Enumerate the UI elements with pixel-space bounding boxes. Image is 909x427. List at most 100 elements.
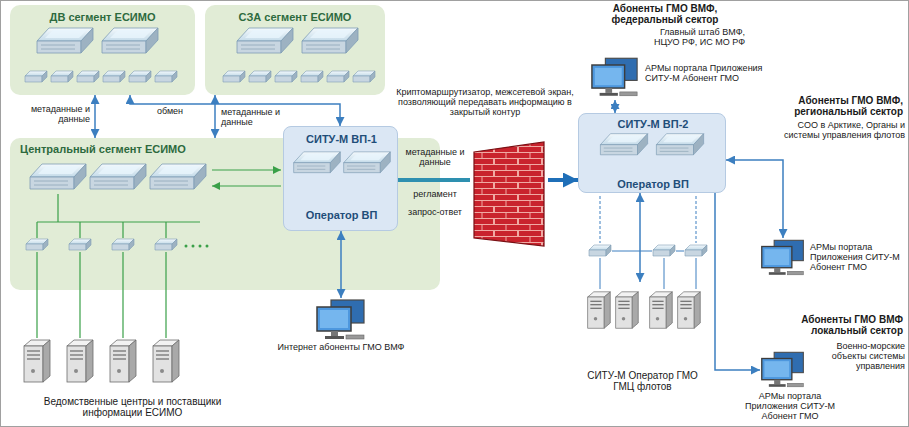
node-text-holder: Интернет абоненты ГМО ВМФ [271,343,411,353]
flow-note: регламент [401,190,469,200]
node-text-holder: Главный штаб ВМФ, НЦУО РФ, ИС МО РФ [645,28,745,48]
server-icons [112,239,134,250]
node-text-holder: Оператор ВП [284,209,399,221]
flow-note-holder: запрос-ответ [399,208,471,218]
node-text-holder: Абоненты ГМО ВМФ, федеральный сектор [585,3,745,25]
workstation-icons [317,300,364,339]
flow-note: запрос-ответ [399,208,471,218]
connector-arrow [715,193,760,370]
node-text-holder: СЗА сегмент ЕСИМО [205,11,385,23]
switch-icons [685,245,707,256]
server-box: СИТУ-М ВП-1Оператор ВП [283,126,398,231]
connector-arrow [726,160,783,238]
edge-label-holder: метаданные и данные [221,108,283,128]
network-tree [212,169,281,170]
connector-arrow [548,178,578,182]
node-text: Центральный сегмент ЕСИМО [20,143,240,155]
node-text-holder: Абоненты ГМО ВМФ локальный сектор [755,314,903,336]
server-icons [155,71,177,82]
connector-arrow [614,100,616,113]
node-text-holder: СИТУ-М ВП-1 [284,133,399,145]
server-icons [51,71,73,82]
node-text-holder: АРМы портала Приложения СИТУ-М Абонент Г… [810,243,905,273]
server-icons [294,152,341,173]
connector-arrow [398,178,470,182]
node-text-holder: Абоненты ГМО ВМФ, региональный сектор [755,95,903,117]
server-icons [249,71,271,82]
server-icons [30,164,86,189]
node-text: СИТУ-М ВП-1 [284,133,399,145]
tower-servers [67,340,93,382]
node-text-holder: АРМы портала Приложения СИТУ-М Абонент Г… [745,392,835,422]
tower-servers [24,292,700,382]
server-icons [150,164,206,189]
tower-servers [153,340,179,382]
node-text: СОО в Арктике, Органы и системы управлен… [770,121,905,141]
node-text: СИТУ-М Оператор ГМО ГМЦ флотов [580,370,705,392]
workstation-icons [762,352,804,387]
server-icons [102,28,158,53]
server-icons [77,71,99,82]
server-icons [103,71,125,82]
node-text: Абоненты ГМО ВМФ локальный сектор [755,314,903,336]
server-icons [26,239,48,250]
node-text: Ведомственные центры и поставщики информ… [15,396,250,418]
node-text-holder: СИТУ-М ВП-2 [579,118,727,130]
edge-label-holder: метаданные и данные [28,105,90,125]
ellipsis-dots [192,245,195,248]
server-icons [302,28,358,53]
flow-note-holder: регламент [401,190,469,200]
fleet-network [600,258,696,289]
server-icons [90,164,146,189]
edge-label-holder: обмен [148,107,192,117]
node-text-holder: Военно-морские объекты системы управлени… [812,342,905,372]
server-icons [656,134,703,155]
node-text-holder: Оператор ВП [579,178,727,190]
node-text: АРМы портала Приложения СИТУ-М Абонент Г… [745,392,835,422]
node-text-holder: Центральный сегмент ЕСИМО [20,143,240,155]
tower-servers [110,340,136,382]
fleet-network [600,196,696,289]
node-text-holder: АРМы портала Приложения СИТУ-М Абонент Г… [645,64,770,84]
edge-label: метаданные и данные [401,148,469,168]
server-icons [237,28,293,53]
connector-arrow [94,95,96,138]
fleet-network [600,196,696,243]
switch-icons [589,245,611,256]
edge-label-holder: метаданные и данные [401,148,469,168]
switch-icons [589,245,707,256]
node-text: Криптомаршрутизатор, межсетевой экран, п… [395,88,575,118]
network-tree [212,185,281,186]
node-text: ДВ сегмент ЕСИМО [10,11,195,23]
server-icons [25,71,47,82]
server-icons [155,239,177,250]
node-text: СЗА сегмент ЕСИМО [205,11,385,23]
node-text-holder: ДВ сегмент ЕСИМО [10,11,195,23]
workstation-icons [762,240,804,274]
tower-servers [588,292,611,328]
workstation-icons [592,58,637,95]
server-icons [301,71,323,82]
ellipsis-dots [185,245,188,248]
edge-label: метаданные и данные [221,108,283,128]
node-text-holder: СИТУ-М Оператор ГМО ГМЦ флотов [580,370,705,392]
server-icons [353,71,375,82]
server-icons [223,71,245,82]
server-icons [275,71,297,82]
node-text-holder: Ведомственные центры и поставщики информ… [15,396,250,418]
node-text: СИТУ-М ВП-2 [579,118,727,130]
firewall: Криптомаршрутизатор, межсетевой экран, п… [470,140,548,250]
node-text: АРМы портала Приложения СИТУ-М Абонент Г… [810,243,905,273]
server-icons [37,28,93,53]
edge-label: обмен [148,107,192,117]
connector-arrow [639,193,641,282]
tower-servers [650,292,673,328]
switch-icons [653,245,675,256]
server-icons [129,71,151,82]
edge-label: метаданные и данные [28,105,90,125]
connector-arrow [214,95,216,138]
node-text-holder: Криптомаршрутизатор, межсетевой экран, п… [395,88,575,118]
node-text: Интернет абоненты ГМО ВМФ [271,343,411,353]
node-text: Военно-морские объекты системы управлени… [812,342,905,372]
